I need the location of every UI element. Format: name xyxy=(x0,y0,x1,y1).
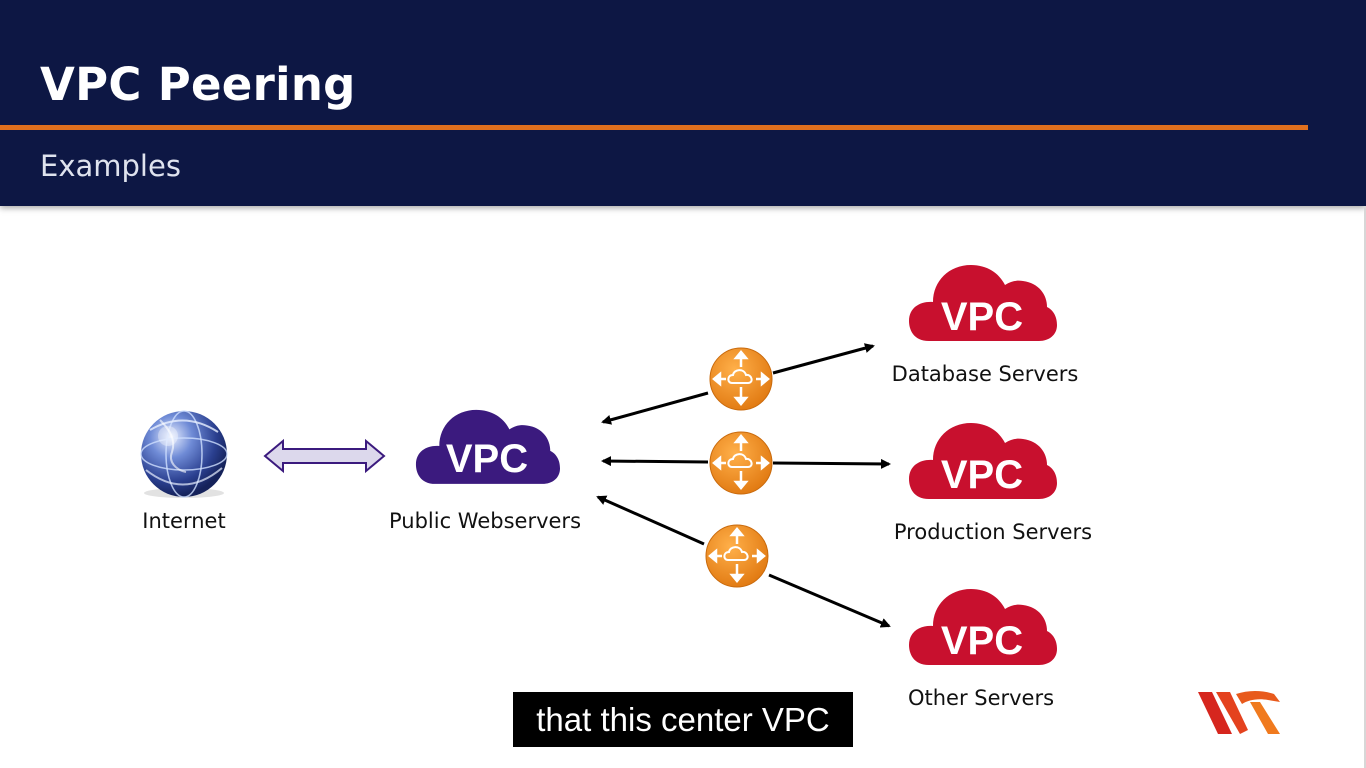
video-caption: that this center VPC xyxy=(513,692,853,747)
database-vpc-cloud-icon: VPC xyxy=(909,265,1057,341)
peering-connection-icon xyxy=(705,524,769,588)
hub-vpc-label: Public Webservers xyxy=(388,509,582,533)
title-divider xyxy=(0,125,1308,130)
internet-label: Internet xyxy=(142,509,226,533)
peering-connection-icon xyxy=(709,347,773,411)
arrow-production-right xyxy=(772,458,891,469)
slide-title: VPC Peering xyxy=(40,58,356,111)
database-vpc-label: Database Servers xyxy=(891,362,1079,386)
slide-subtitle: Examples xyxy=(40,149,181,183)
peering-connection-icon xyxy=(709,431,773,495)
database-vpc-badge: VPC xyxy=(941,295,1023,339)
other-vpc-cloud-icon: VPC xyxy=(909,589,1057,665)
other-vpc-badge: VPC xyxy=(941,619,1023,663)
arrow-production-left xyxy=(601,456,709,467)
logo-icon xyxy=(1198,691,1280,734)
arrow-database-left xyxy=(601,391,709,425)
production-vpc-cloud-icon: VPC xyxy=(909,423,1057,499)
peering-arrows xyxy=(596,343,891,628)
globe-icon xyxy=(140,410,228,498)
internet-peering-arrow xyxy=(263,438,386,474)
arrow-other-left xyxy=(596,495,705,546)
hub-vpc-cloud-icon: VPC xyxy=(415,409,560,484)
production-vpc-badge: VPC xyxy=(941,453,1023,497)
arrow-other-right xyxy=(768,573,891,628)
other-vpc-label: Other Servers xyxy=(907,686,1055,710)
production-vpc-label: Production Servers xyxy=(893,520,1093,544)
hub-vpc-badge: VPC xyxy=(446,437,528,481)
arrow-database-right xyxy=(772,343,875,375)
slide-edge xyxy=(1364,206,1366,768)
slide-header: VPC Peering Examples xyxy=(0,0,1366,206)
